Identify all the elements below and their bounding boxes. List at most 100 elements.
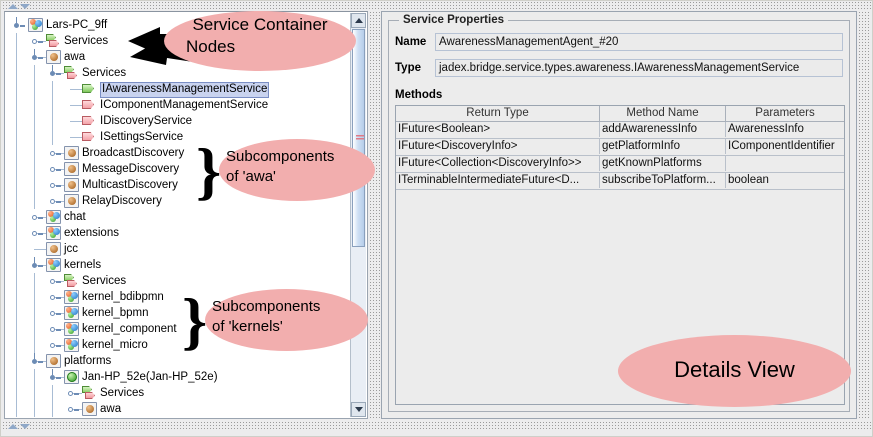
agent-ball-icon (46, 354, 61, 368)
name-value-field[interactable]: AwarenessManagementAgent_#20 (435, 33, 843, 51)
tree-node-janhp[interactable]: Jan-HP_52e(Jan-HP_52e) (6, 369, 352, 385)
tree-guide-line (34, 193, 35, 209)
divider-up-arrow-icon[interactable] (8, 4, 18, 9)
bottom-split-divider[interactable] (2, 421, 871, 431)
tree-expand-handle[interactable] (50, 340, 61, 351)
tree-node-svc1[interactable]: IAwarenessManagementService (6, 81, 352, 98)
tree-node-awa-svcs[interactable]: Services (6, 65, 352, 81)
tree-node-root-svcs[interactable]: Services (6, 33, 352, 49)
table-cell: IFuture<Boolean> (396, 122, 600, 137)
tree-collapse-handle[interactable] (32, 257, 43, 271)
tree-node-k1[interactable]: kernel_bdibpmn (6, 289, 352, 305)
tree-node-k-svcs[interactable]: Services (6, 273, 352, 289)
tree-guide-line (34, 273, 35, 289)
tree-collapse-handle[interactable] (50, 65, 61, 79)
tree-expand-handle[interactable] (68, 388, 79, 399)
tree-node-root[interactable]: Lars-PC_9ff (6, 17, 352, 33)
scroll-up-button[interactable] (351, 13, 366, 28)
tree-node-label: kernel_bpmn (82, 307, 149, 319)
tree-node-rd[interactable]: RelayDiscovery (6, 193, 352, 209)
tree-node-label: IDiscoveryService (100, 115, 193, 127)
services-pink-tag (85, 392, 95, 399)
tree-collapse-handle[interactable] (32, 353, 43, 367)
top-divider-arrows[interactable] (8, 2, 34, 10)
tree-node-mcd[interactable]: MulticastDiscovery (6, 177, 352, 193)
tree-node-svc3[interactable]: IDiscoveryService (6, 113, 352, 129)
tree-node-kernels[interactable]: kernels (6, 257, 352, 273)
handle-knob (32, 231, 37, 236)
tree-node-k2[interactable]: kernel_bpmn (6, 305, 352, 321)
tree-expand-handle[interactable] (32, 36, 43, 47)
tree-expand-handle[interactable] (50, 324, 61, 335)
tree-node-svc4[interactable]: ISettingsService (6, 129, 352, 145)
divider-down-arrow-icon[interactable] (20, 4, 30, 9)
tree-guide-line (70, 105, 82, 106)
tree-collapse-handle[interactable] (14, 17, 25, 31)
tree-expand-handle[interactable] (50, 308, 61, 319)
services-green-tag (64, 274, 74, 281)
tree-expand-handle[interactable] (68, 404, 79, 415)
agent-ball-icon (46, 50, 61, 64)
tree-guide-line (16, 33, 17, 49)
services-pink-tag (67, 280, 77, 287)
tree-expand-handle[interactable] (50, 292, 61, 303)
tree-expand-handle[interactable] (50, 164, 61, 175)
tree-node-bd[interactable]: BroadcastDiscovery (6, 145, 352, 161)
tree-node-jan-svcs[interactable]: Services (6, 385, 352, 401)
platform-balls-icon (64, 306, 79, 320)
agent-ball-icon (82, 402, 97, 416)
bottom-divider-arrows[interactable] (8, 422, 34, 430)
tree-expand-handle[interactable] (32, 228, 43, 239)
ball-green (68, 328, 74, 334)
vertical-split-divider[interactable] (369, 11, 380, 419)
tree-node-awa[interactable]: awa (6, 49, 352, 65)
tree-node-chat[interactable]: chat (6, 209, 352, 225)
tree-collapse-handle[interactable] (50, 369, 61, 383)
handle-riser (51, 65, 54, 71)
top-split-divider[interactable] (2, 1, 871, 11)
ball-green (68, 312, 74, 318)
table-row[interactable]: ITerminableIntermediateFuture<D...subscr… (396, 173, 844, 190)
tree-node-label: Services (82, 275, 127, 287)
tree-node-platforms[interactable]: platforms (6, 353, 352, 369)
scroll-down-button[interactable] (351, 402, 366, 417)
tree-node-label: Jan-HP_52e(Jan-HP_52e) (82, 371, 218, 383)
type-label: Type (395, 62, 421, 74)
tree-node-jcc[interactable]: jcc (6, 241, 352, 257)
tree-expand-handle[interactable] (50, 180, 61, 191)
column-header-1[interactable]: Method Name (600, 106, 726, 122)
tree-guide-line (16, 257, 17, 273)
column-header-2[interactable]: Parameters (726, 106, 844, 122)
divider-up-arrow-icon-2[interactable] (8, 424, 18, 429)
tree-node-extensions[interactable]: extensions (6, 225, 352, 241)
service-pink-icon (82, 116, 95, 127)
handle-stub (38, 233, 43, 235)
handle-stub (38, 217, 43, 219)
tree-vertical-scrollbar[interactable] (350, 13, 366, 417)
tree-expand-handle[interactable] (50, 148, 61, 159)
tree-node-jan-awa[interactable]: awa (6, 401, 352, 417)
right-edge-divider[interactable] (858, 11, 869, 419)
table-row[interactable]: IFuture<Collection<DiscoveryInfo>>getKno… (396, 156, 844, 173)
tree-expand-handle[interactable] (50, 276, 61, 287)
tree-node-k4[interactable]: kernel_micro (6, 337, 352, 353)
type-value-field[interactable]: jadex.bridge.service.types.awareness.IAw… (435, 59, 843, 77)
tree-guide-line (34, 113, 35, 129)
scrollbar-thumb[interactable] (352, 29, 365, 247)
tree-collapse-handle[interactable] (32, 49, 43, 63)
column-header-0[interactable]: Return Type (396, 106, 600, 122)
tree-node-md[interactable]: MessageDiscovery (6, 161, 352, 177)
tree-node-k3[interactable]: kernel_component (6, 321, 352, 337)
divider-down-arrow-icon-2[interactable] (20, 424, 30, 429)
tree-expand-handle[interactable] (50, 196, 61, 207)
tree-node-svc2[interactable]: IComponentManagementService (6, 97, 352, 113)
agent-ball-icon (64, 146, 79, 160)
tree-expand-handle[interactable] (32, 212, 43, 223)
tree-guide-line (16, 49, 17, 65)
